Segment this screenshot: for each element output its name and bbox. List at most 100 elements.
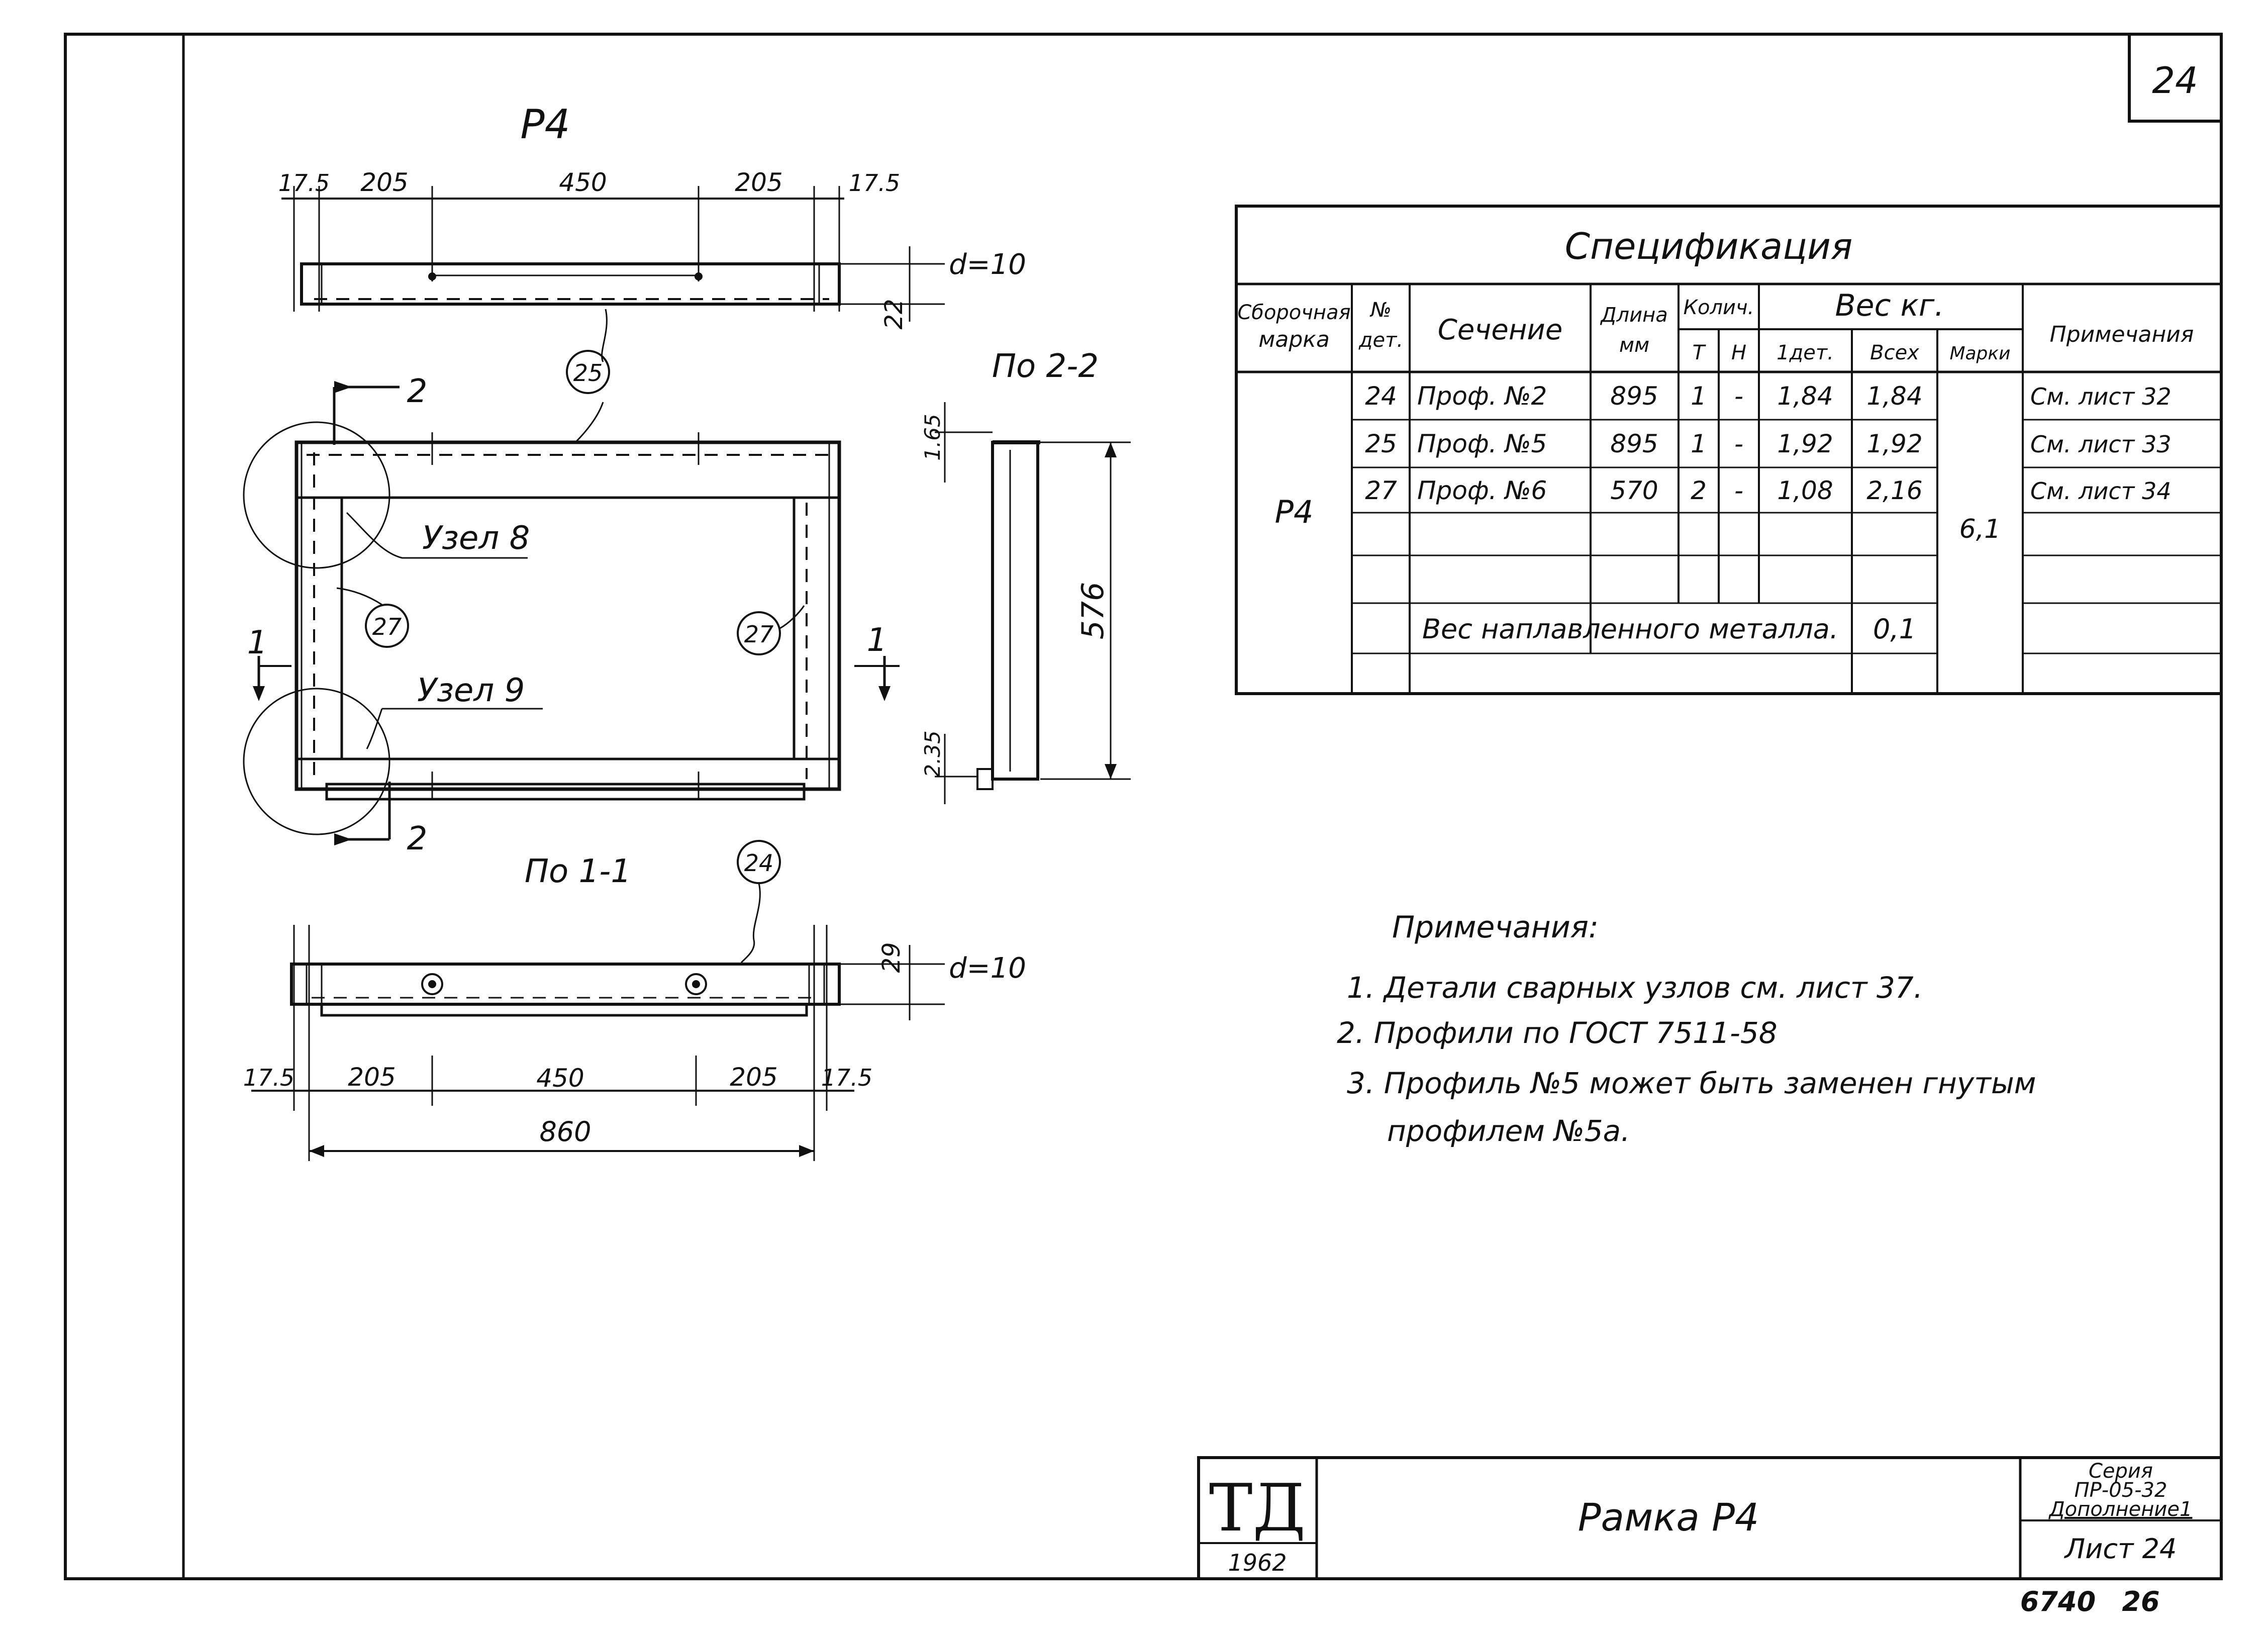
gap-bottom: 29: [877, 942, 906, 973]
leader-node-8: [346, 512, 528, 559]
top-dim-5: 17.5: [849, 169, 900, 197]
inventory-number-2: 26: [2122, 1586, 2159, 1617]
part-bubble-27-left: [365, 604, 409, 648]
spec-row: 24 Проф. №2 895 1 - 1,84 1,84 См. лист 3…: [1365, 381, 2171, 411]
hdr-qty: Колич.: [1684, 296, 1754, 319]
spec-cell-n: -: [1734, 476, 1743, 505]
side-view-2-2: По 2-2 576 1.65 2.35: [920, 348, 1131, 804]
inventory-number: 6740: [2020, 1586, 2096, 1617]
note-3: 3. Профиль №5 может быть заменен гнутым: [1347, 1066, 2036, 1100]
title-block: ТД 1962 Рамка Р4 Серия ПР-05-32 Дополнен…: [1197, 1456, 2223, 1580]
main-frame-view: [243, 421, 841, 835]
spec-cell-n: -: [1734, 381, 1743, 411]
section-mark-2-top: 2: [333, 373, 428, 445]
spec-row: 27 Проф. №6 570 2 - 1,08 2,16 См. лист 3…: [1365, 476, 2171, 505]
hdr-det-2: дет.: [1358, 329, 1403, 352]
part-label-27-right: 27: [744, 621, 774, 648]
part-label-27-left: 27: [372, 613, 402, 640]
bottom-dim-2: 205: [348, 1063, 396, 1092]
spec-title: Спецификация: [1565, 225, 1853, 267]
spec-mark: Р4: [1275, 494, 1314, 530]
part-label-24: 24: [744, 849, 774, 877]
title-name: Рамка Р4: [1578, 1495, 1759, 1540]
spec-cell-w1: 1,84: [1777, 381, 1833, 411]
hdr-length-2: мм: [1619, 334, 1649, 357]
spec-cell-section: Проф. №6: [1417, 476, 1547, 505]
spec-cell-w1: 1,08: [1777, 476, 1833, 505]
leader-25: [574, 309, 608, 443]
node-8-label: Узел 8: [422, 520, 530, 557]
overall-width: 860: [539, 1116, 591, 1147]
dim-165: 1.65: [920, 414, 945, 461]
spec-cell-det: 25: [1365, 429, 1397, 458]
section-1-label-left: 1: [247, 624, 268, 661]
top-dim-2: 205: [360, 168, 408, 197]
spec-cell-note: См. лист 32: [2030, 383, 2172, 410]
spec-cell-section: Проф. №5: [1417, 429, 1547, 458]
leader-24: [740, 883, 761, 964]
spec-cell-wall: 1,84: [1866, 381, 1922, 411]
title-year: 1962: [1228, 1549, 1287, 1576]
bottom-dim-4: 205: [730, 1063, 777, 1092]
bottom-dimension-chain: 17.5 205 450 205 17.5 860: [243, 925, 872, 1161]
section-1-label-right: 1: [867, 622, 888, 659]
spec-cell-length: 895: [1610, 429, 1658, 458]
dim-235: 2.35: [920, 730, 945, 778]
sheet-number-box: [2128, 33, 2223, 123]
note-1: 1. Детали сварных узлов см. лист 37.: [1347, 971, 1923, 1005]
section-mark-1-left: 1: [247, 624, 291, 701]
thickness-top: d=10: [949, 248, 1026, 281]
drawing-title: Р4: [520, 101, 570, 148]
title-sheet: Лист 24: [2064, 1533, 2177, 1565]
spec-cell-length: 570: [1610, 476, 1658, 505]
top-dim-1: 17.5: [278, 169, 330, 197]
spec-cell-n: -: [1734, 429, 1743, 458]
spec-cell-note: См. лист 34: [2030, 477, 2172, 505]
top-plate-view: d=10 22: [300, 246, 1026, 330]
top-dimension-chain: 17.5 205 450 205 17.5: [278, 168, 900, 312]
td-logo: ТД: [1209, 1470, 1306, 1546]
node-8-circle: [243, 421, 390, 569]
spec-cell-t: 2: [1691, 476, 1707, 505]
series-line-3: Дополнение1: [2048, 1498, 2193, 1521]
node-9-circle: [243, 688, 390, 835]
hdr-det-1: №: [1369, 299, 1392, 322]
height-dim: 576: [1075, 582, 1111, 640]
spec-cell-det: 27: [1365, 476, 1397, 505]
sheet-frame: 24: [64, 33, 2223, 1580]
hdr-w-one: 1дет.: [1777, 341, 1834, 364]
weld-label: Вес наплавленного металла.: [1422, 613, 1838, 645]
section-2-label-top: 2: [407, 373, 428, 410]
bottom-dim-3: 450: [536, 1064, 584, 1093]
hdr-w-all: Всех: [1870, 341, 1919, 364]
section-mark-2-bottom: 2: [334, 782, 427, 857]
bottom-plate-view: d=10 29: [290, 942, 1026, 1020]
bottom-dim-5: 17.5: [821, 1064, 872, 1091]
part-label-25: 25: [573, 359, 603, 387]
spec-row: 25 Проф. №5 895 1 - 1,92 1,92 См. лист 3…: [1365, 429, 2171, 458]
thickness-bottom: d=10: [949, 952, 1026, 985]
part-bubble-25: [566, 350, 610, 394]
spec-cell-w1: 1,92: [1777, 429, 1833, 458]
weld-value: 0,1: [1873, 613, 1916, 645]
hdr-w-mark: Марки: [1949, 343, 2010, 364]
section-2-label-bottom: 2: [407, 820, 428, 857]
hdr-length-1: Длина: [1600, 304, 1667, 327]
view-22-label: По 2-2: [992, 348, 1099, 385]
spec-table: Спецификация Сборочная марка № дет. Сече…: [1235, 205, 2223, 695]
spec-cell-note: См. лист 33: [2030, 431, 2172, 458]
spec-cell-det: 24: [1365, 381, 1397, 411]
view-11-label: По 1-1: [525, 853, 631, 890]
gap-top: 22: [880, 299, 908, 329]
series-line-2: ПР-05-32: [2075, 1479, 2167, 1502]
note-3-cont: профилем №5а.: [1387, 1114, 1630, 1148]
notes-title: Примечания:: [1392, 910, 1599, 945]
node-9-label: Узел 9: [417, 672, 525, 709]
hdr-qty-n: Н: [1731, 341, 1746, 364]
spec-cell-t: 1: [1691, 381, 1707, 411]
part-bubble-27-right: [737, 611, 781, 655]
spec-cell-wall: 2,16: [1866, 476, 1922, 505]
hdr-qty-t: Т: [1693, 341, 1707, 364]
hdr-mark-2: марка: [1258, 327, 1330, 352]
